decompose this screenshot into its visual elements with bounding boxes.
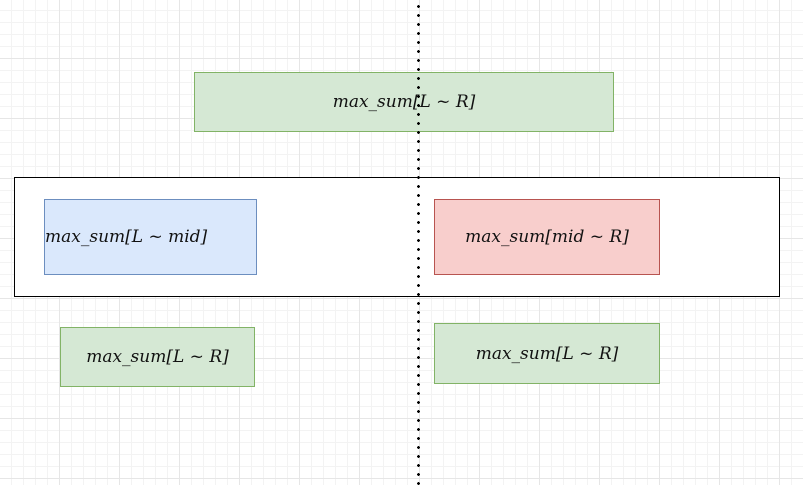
max-sum-right-half-node: max_sum[mid ~ R] [434, 199, 660, 275]
max-sum-right-subrange-label: max_sum[L ~ R] [475, 343, 619, 364]
max-sum-left-subrange-node: max_sum[L ~ R] [60, 327, 255, 387]
max-sum-full-range-label: max_sum[L ~ R] [332, 92, 476, 112]
max-sum-full-range-node: max_sum[L ~ R] [194, 72, 614, 132]
max-sum-right-half-label: max_sum[mid ~ R] [465, 227, 629, 247]
max-sum-left-subrange-label: max_sum[L ~ R] [86, 347, 229, 367]
max-sum-left-half-node: max_sum[L ~ mid] [44, 199, 257, 275]
max-sum-right-subrange-node: max_sum[L ~ R] [434, 323, 660, 384]
max-sum-left-half-label: max_sum[L ~ mid] [45, 227, 208, 247]
mid-divider-line [417, 0, 420, 485]
